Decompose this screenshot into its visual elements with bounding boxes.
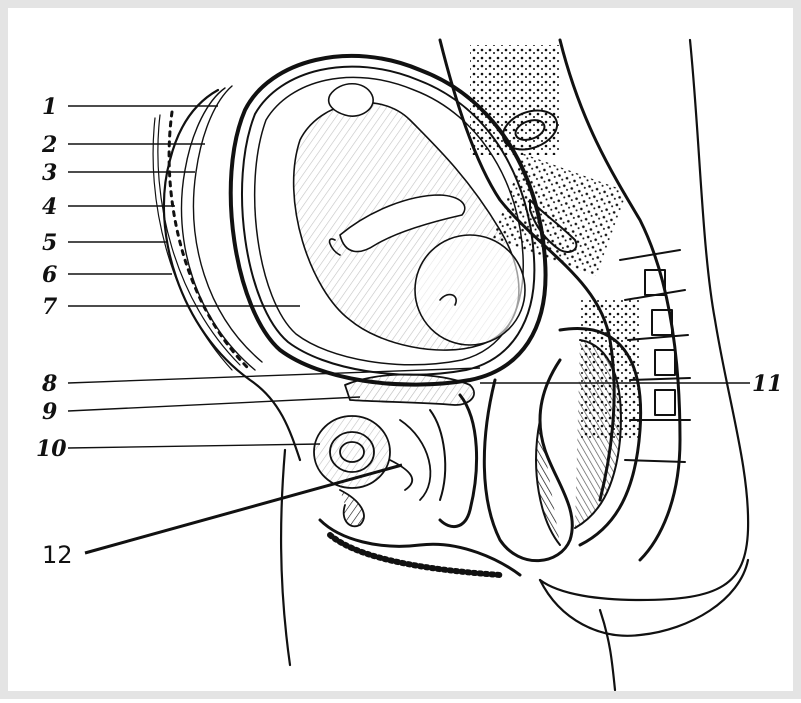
abdominal-wall-layers: [153, 86, 262, 370]
label-10: 10: [36, 436, 67, 462]
body-outline: [164, 40, 748, 690]
leader-line-10: [68, 444, 320, 448]
label-9: 9: [42, 399, 57, 425]
label-12: 12: [42, 541, 73, 569]
leader-line-9: [68, 397, 360, 411]
label-3: 3: [42, 160, 57, 186]
label-5: 5: [42, 230, 57, 256]
label-2: 2: [41, 132, 57, 158]
label-8: 8: [41, 371, 57, 397]
label-1: 1: [42, 94, 57, 120]
label-4: 4: [42, 194, 57, 220]
label-7: 7: [42, 294, 58, 320]
label-6: 6: [42, 262, 57, 288]
label-11: 11: [752, 371, 783, 397]
